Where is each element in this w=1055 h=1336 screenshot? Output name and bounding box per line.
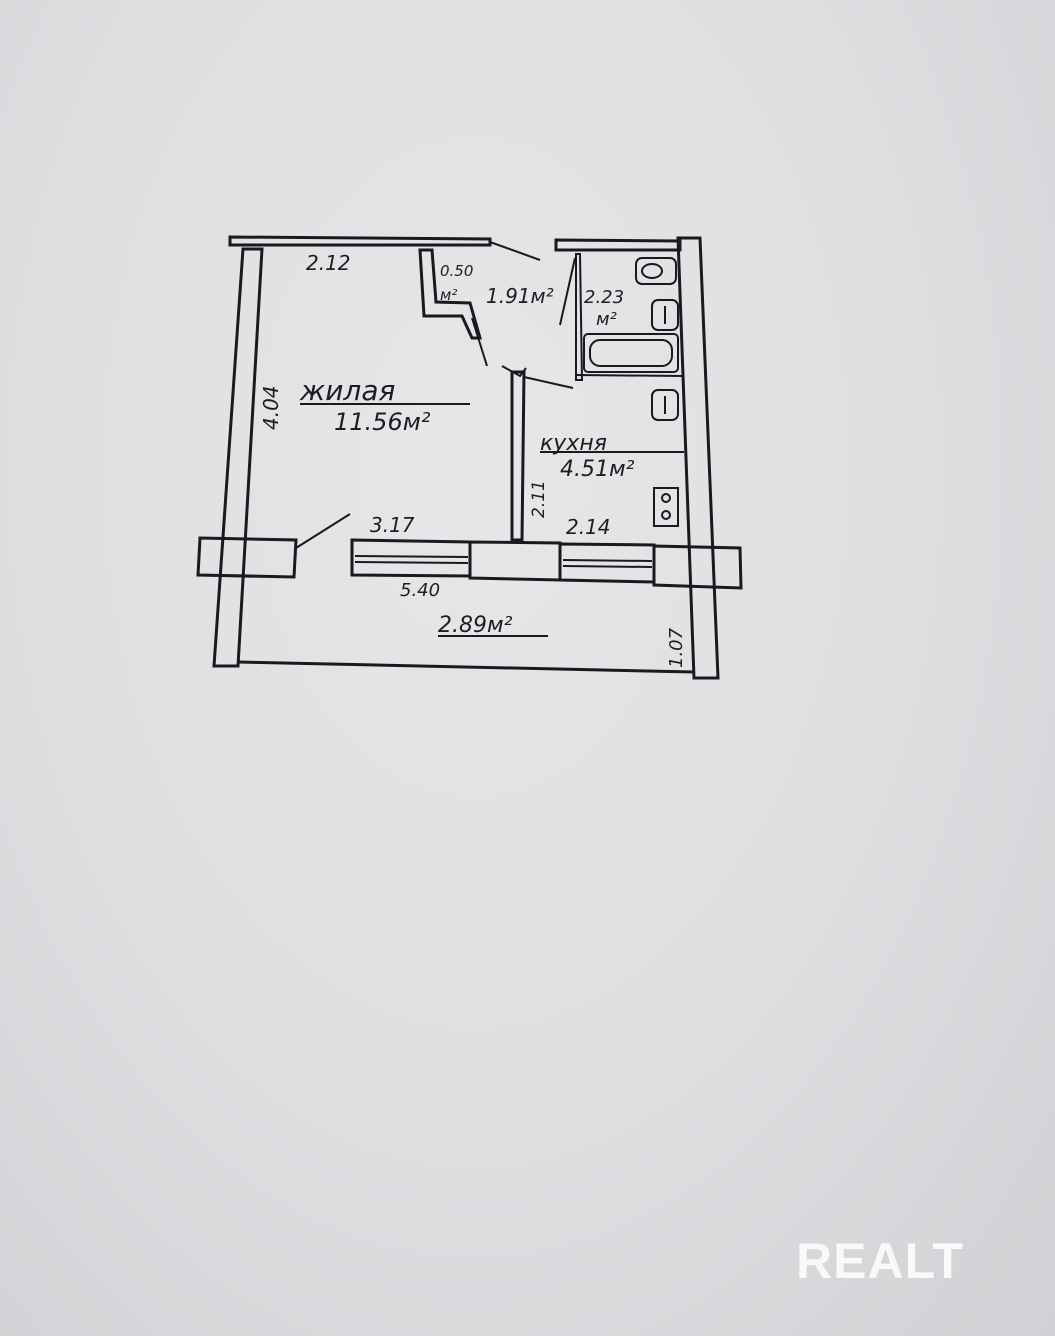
- closet-partition: [418, 248, 482, 340]
- kitchen-partition-top: [501, 365, 527, 378]
- stove-burner-top: [661, 493, 671, 503]
- wall-pier: [468, 540, 562, 582]
- closet-area-num: 0.50: [440, 262, 473, 280]
- closet-door: [471, 317, 488, 367]
- living-room-name: жилая: [299, 374, 395, 407]
- fixtures: [583, 257, 679, 527]
- stove-burner-bottom: [661, 510, 671, 520]
- balcony-door: [295, 513, 351, 549]
- right-wall: [676, 236, 720, 680]
- stove: [653, 487, 679, 527]
- kitchen-door: [523, 376, 574, 389]
- kitchen-area: 4.51м²: [560, 457, 635, 482]
- bath-area-unit: м²: [596, 309, 617, 330]
- balcony-edge: [237, 660, 695, 674]
- bath-partition: [575, 253, 584, 381]
- dim-left-height: 4.04: [259, 385, 283, 430]
- dim-balcony-depth: 1.07: [666, 627, 687, 668]
- bathtub: [583, 333, 679, 373]
- realt-watermark: REALT: [796, 1233, 964, 1289]
- dim-kitchen-width: 2.14: [566, 515, 611, 539]
- closet-area-unit: м²: [440, 286, 457, 304]
- bath-bottom-wall: [575, 374, 683, 377]
- bathtub-inner: [589, 339, 673, 367]
- living-room-area: 11.56м²: [334, 408, 431, 436]
- top-wall-left: [228, 235, 492, 247]
- dim-balcony-length: 5.40: [400, 580, 440, 601]
- walls: [196, 235, 743, 680]
- dim-living-width: 3.17: [370, 513, 415, 537]
- window-living-glass: [354, 555, 469, 564]
- kitchen-partition: [510, 370, 526, 542]
- dim-kitchen-depth: 2.11: [529, 480, 549, 518]
- labels: 2.12 0.50 м² 1.91м² 2.23 м² жилая 11.56м…: [259, 251, 687, 668]
- hall-area: 1.91м²: [486, 284, 554, 308]
- kitchen-sink: [651, 389, 679, 421]
- window-living: [350, 538, 472, 578]
- sink-fixture: [651, 299, 679, 331]
- top-wall-right: [554, 238, 682, 252]
- window-kitchen: [558, 542, 656, 584]
- toilet-fixture: [635, 257, 677, 285]
- toilet-bowl: [641, 263, 663, 279]
- bath-area-num: 2.23: [584, 287, 624, 308]
- bottom-wall-right: [652, 544, 743, 590]
- entrance-door-swing: [489, 241, 541, 261]
- left-wall: [212, 247, 264, 668]
- dim-top-left: 2.12: [306, 251, 351, 275]
- bath-door: [559, 257, 576, 326]
- bottom-wall-left: [196, 536, 298, 579]
- balcony-area: 2.89м²: [438, 613, 513, 638]
- window-kitchen-glass: [562, 559, 653, 568]
